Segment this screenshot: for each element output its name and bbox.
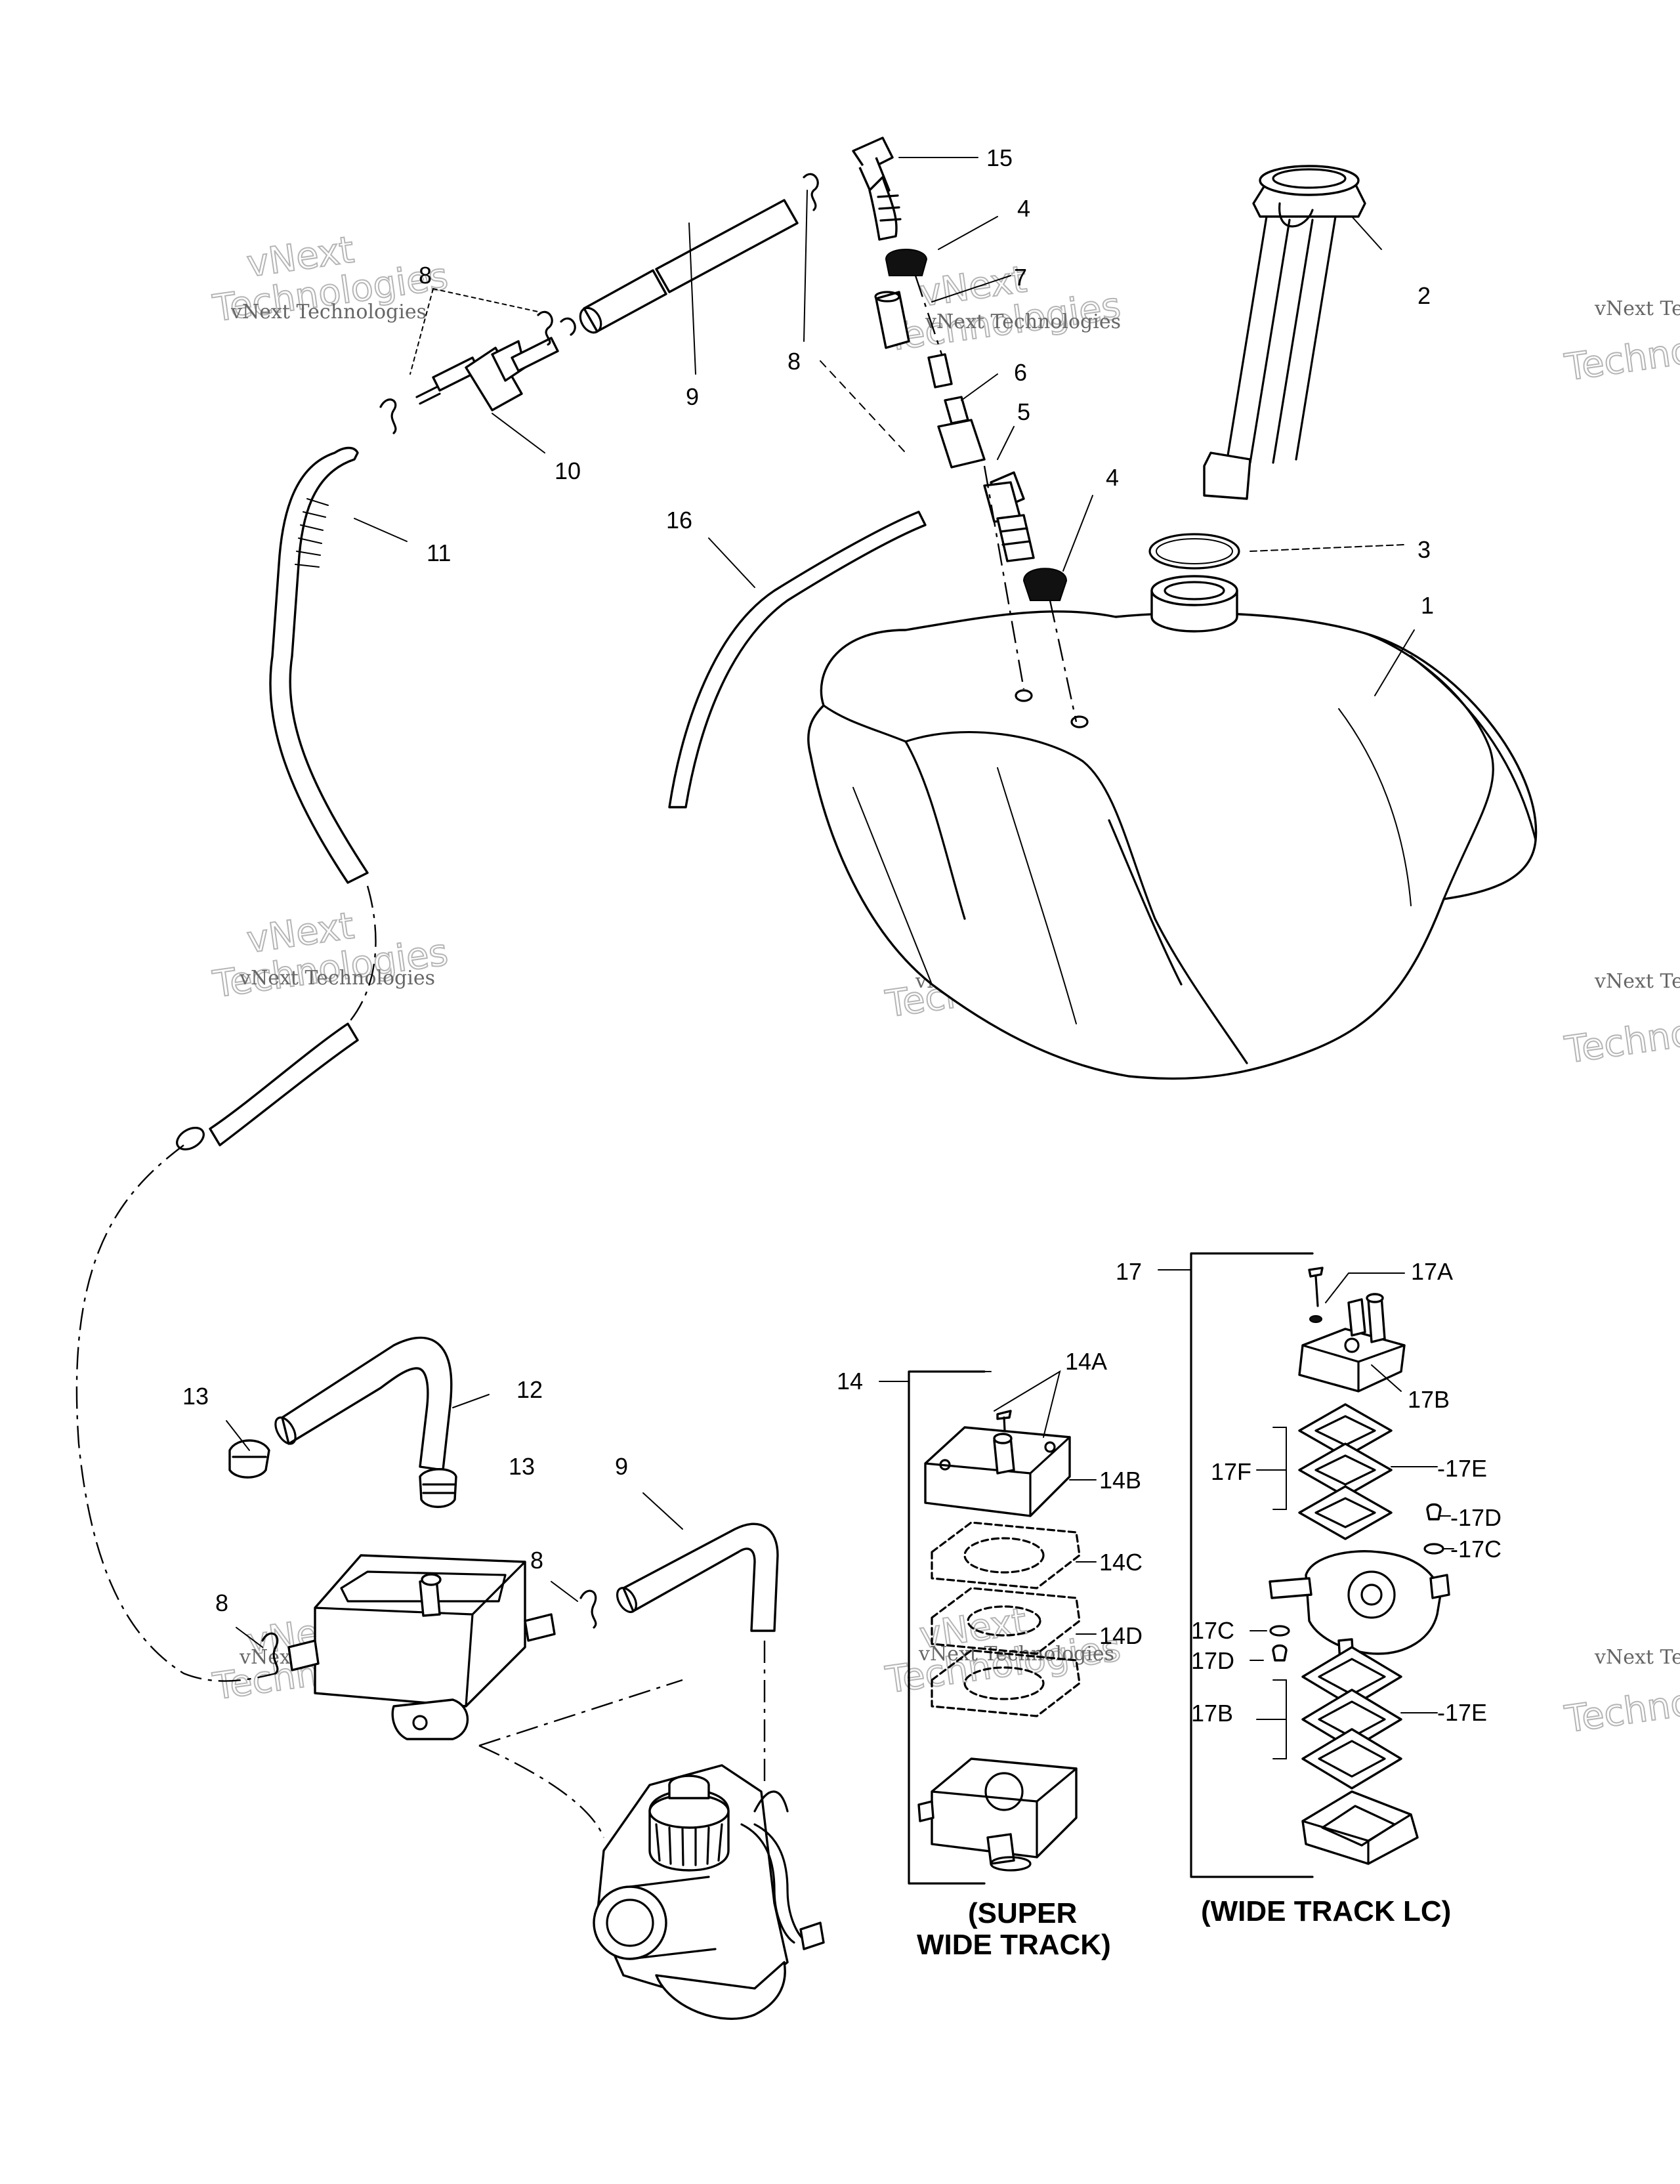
callout-17b: 17B <box>1408 1386 1450 1413</box>
callout-14d: 14D <box>1099 1622 1143 1649</box>
watermark-text: vNext Technologies <box>1594 1646 1680 1669</box>
callout-1: 1 <box>1421 592 1434 619</box>
vent-hose <box>668 511 927 808</box>
watermark-text: vNext Technologies <box>230 301 427 324</box>
hose-12 <box>228 1336 457 1508</box>
pump-kit-17 <box>1269 1267 1450 1865</box>
callout-12: 12 <box>516 1376 543 1403</box>
carburetor <box>593 1764 825 2020</box>
callout-7: 7 <box>1014 264 1027 291</box>
callout-8: 8 <box>419 262 432 289</box>
fuel-gauge <box>1203 165 1366 500</box>
callout-4: 4 <box>1106 464 1119 491</box>
callout-14c: 14C <box>1099 1549 1143 1576</box>
callout-17f: 17F <box>1211 1458 1251 1485</box>
callout-14: 14 <box>837 1368 863 1395</box>
bracket-17 <box>1190 1252 1314 1878</box>
caption-super-wide-track: (SUPER <box>968 1897 1077 1929</box>
hose-9-lower <box>579 1522 779 1785</box>
caption-super-wide-track: WIDE TRACK) <box>917 1929 1111 1961</box>
callout-5: 5 <box>1017 398 1030 425</box>
caption-wide-track-lc: (WIDE TRACK LC) <box>1201 1895 1451 1927</box>
callout-17a: 17A <box>1411 1258 1453 1285</box>
o-ring-inner <box>1156 538 1233 564</box>
callout-9: 9 <box>686 383 699 410</box>
callout-13: 13 <box>182 1383 209 1410</box>
hose-upper <box>560 173 819 336</box>
leader-lines <box>226 157 1454 1759</box>
fittings-stack <box>852 136 1068 601</box>
callout-17c: -17C <box>1450 1536 1502 1563</box>
callout-17d: -17D <box>1450 1504 1502 1531</box>
callout-9: 9 <box>615 1453 628 1480</box>
callout-3: 3 <box>1418 536 1431 563</box>
callout-6: 6 <box>1014 359 1027 386</box>
callout-8: 8 <box>530 1547 543 1574</box>
watermark-text: vNext Technologies <box>925 310 1121 333</box>
callout-labels: 1 2 3 4 4 5 6 7 8 8 8 8 9 9 10 11 12 13 … <box>182 144 1502 1727</box>
callout-17c: 17C <box>1191 1617 1234 1644</box>
callout-10: 10 <box>555 457 581 484</box>
callout-17: 17 <box>1116 1258 1142 1285</box>
fuel-pump <box>261 1554 556 1740</box>
watermark-text: vNext Technologies <box>1594 970 1680 993</box>
callout-8: 8 <box>788 348 801 375</box>
callout-11: 11 <box>427 539 451 566</box>
callout-14a: 14A <box>1065 1348 1107 1375</box>
callout-13: 13 <box>509 1453 535 1480</box>
fuel-filter <box>379 310 559 434</box>
watermark-text: vNext Technologies <box>239 967 435 990</box>
bracket-14 <box>908 1370 986 1885</box>
o-ring <box>1148 533 1240 570</box>
pump-kit-14 <box>917 1410 1081 1872</box>
callout-8: 8 <box>215 1589 228 1616</box>
callout-16: 16 <box>666 507 692 534</box>
fuel-tank <box>807 575 1538 1080</box>
callout-17b: 17B <box>1191 1700 1233 1727</box>
callout-4: 4 <box>1017 195 1030 222</box>
watermark-big-text: Technologies <box>1562 1666 1680 1742</box>
callout-17d: 17D <box>1191 1647 1234 1674</box>
callout-15: 15 <box>986 144 1013 171</box>
callout-17e: -17E <box>1437 1699 1487 1726</box>
hose-11 <box>75 446 377 1682</box>
watermark-big-text: Technologies <box>1562 314 1680 390</box>
callout-17e: -17E <box>1437 1455 1487 1482</box>
watermark-big-text: Technologies <box>1562 997 1680 1072</box>
watermark-text: vNext Technologies <box>1594 297 1680 320</box>
callout-2: 2 <box>1418 282 1431 309</box>
callout-14b: 14B <box>1099 1467 1141 1494</box>
